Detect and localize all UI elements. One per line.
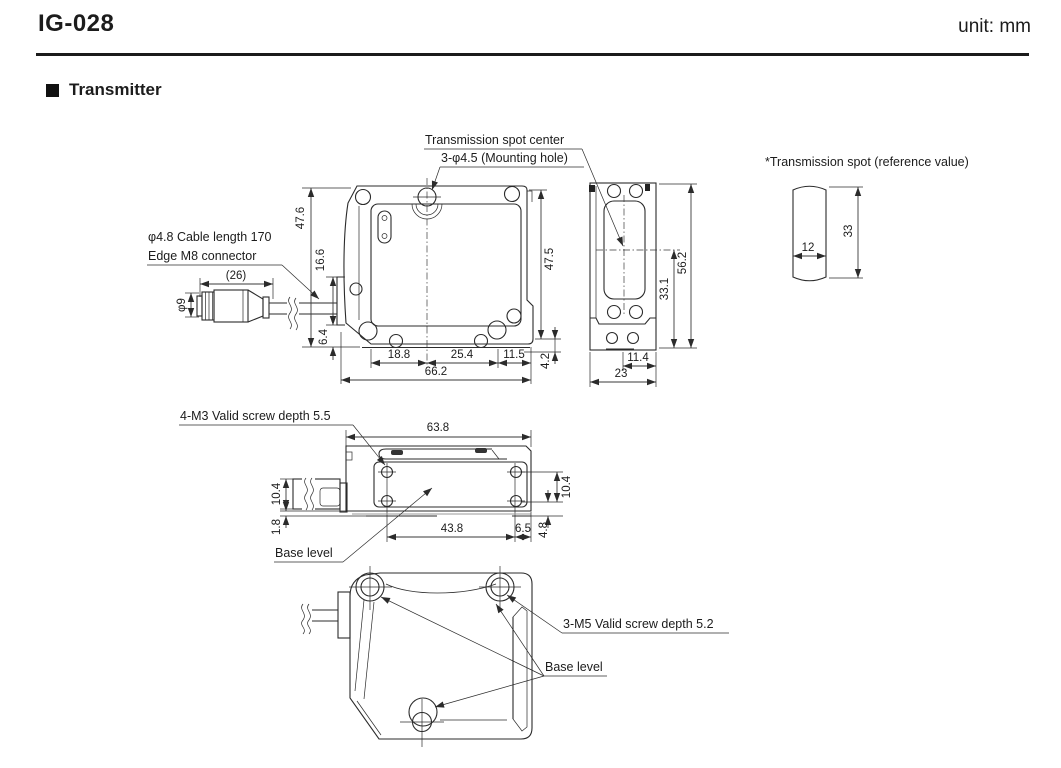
dim-front-w2: 25.4 [451,349,474,361]
dim-front-height: 47.6 [295,207,307,229]
dim-front-total-w: 66.2 [425,366,447,378]
front-cable-connector [196,289,337,331]
section-bullet-icon [46,83,59,97]
rear-view: 3-M5 Valid screw depth 5.2 Base level [301,566,729,747]
label-m5-screw: 3-M5 Valid screw depth 5.2 [563,617,714,631]
section-heading: Transmitter [46,80,162,100]
unit-label: unit: mm [958,16,1031,37]
page-header: IG-028 unit: mm [38,10,1031,38]
side-dimensions: 56.2 33.1 11.4 23 [589,183,697,387]
dim-profile-hole-h: 10.4 [561,475,573,498]
label-transmission-spot-ref: *Transmission spot (reference value) [765,155,969,169]
profile-body [345,445,532,542]
dim-cable-diameter: φ9 [176,298,188,312]
dim-front-w3: 11.5 [503,349,525,361]
label-transmission-spot-center: Transmission spot center [425,133,564,147]
dim-profile-hole-w: 43.8 [441,523,463,535]
dim-side-height: 56.2 [677,252,689,274]
dim-spot-w: 12 [802,242,815,254]
label-base-level-profile: Base level [275,546,333,560]
dim-side-inner-w: 11.4 [627,352,649,364]
header-divider [36,53,1029,56]
side-body [589,182,680,351]
dim-side-total-w: 23 [615,368,628,380]
label-cable: φ4.8 Cable length 170 [148,230,272,244]
profile-dimensions: 63.8 10.4 1.8 43.8 6.5 10.4 4.8 [271,422,573,542]
label-base-level-rear: Base level [545,660,603,674]
dim-profile-foot: 1.8 [271,519,283,535]
dim-profile-total-w: 63.8 [427,422,449,434]
dim-front-base: 4.2 [540,353,552,369]
dim-spot-h: 33 [843,225,855,238]
dim-side-center: 33.1 [659,278,671,300]
profile-view: 63.8 10.4 1.8 43.8 6.5 10.4 4.8 4-M3 [179,409,573,563]
rear-callouts: 3-M5 Valid screw depth 5.2 Base level [380,594,729,708]
label-mounting-hole: 3-φ4.5 (Mounting hole) [441,151,568,165]
label-connector: Edge M8 connector [148,249,256,263]
dim-profile-offset: 6.5 [515,523,531,535]
dim-cable-length: (26) [226,270,247,282]
transmission-spot-view: *Transmission spot (reference value) 12 … [765,155,969,282]
dim-front-tab: 16.6 [315,249,327,271]
dim-profile-conn-h: 10.4 [271,482,283,505]
dim-front-w1: 18.8 [388,349,410,361]
label-m3-screw: 4-M3 Valid screw depth 5.5 [180,409,331,423]
front-view: 47.6 16.6 6.4 47.5 4.2 [147,133,624,384]
front-callouts: Transmission spot center 3-φ4.5 (Mountin… [147,133,624,300]
dim-front-foot: 6.4 [318,328,330,345]
rear-body [349,566,533,747]
section-title: Transmitter [69,80,162,99]
rear-cable [301,591,351,639]
profile-cable-connector [292,476,348,513]
front-body [336,178,534,368]
front-dimensions: 47.6 16.6 6.4 47.5 4.2 [176,187,561,384]
page-title: IG-028 [38,10,115,37]
side-view: 56.2 33.1 11.4 23 [589,182,697,387]
spot-shape [792,185,827,282]
profile-callouts: 4-M3 Valid screw depth 5.5 Base level [179,409,433,563]
spot-dimensions: 12 33 [793,186,863,279]
dim-profile-base-h: 4.8 [538,522,550,538]
dim-front-right-height: 47.5 [544,248,556,270]
